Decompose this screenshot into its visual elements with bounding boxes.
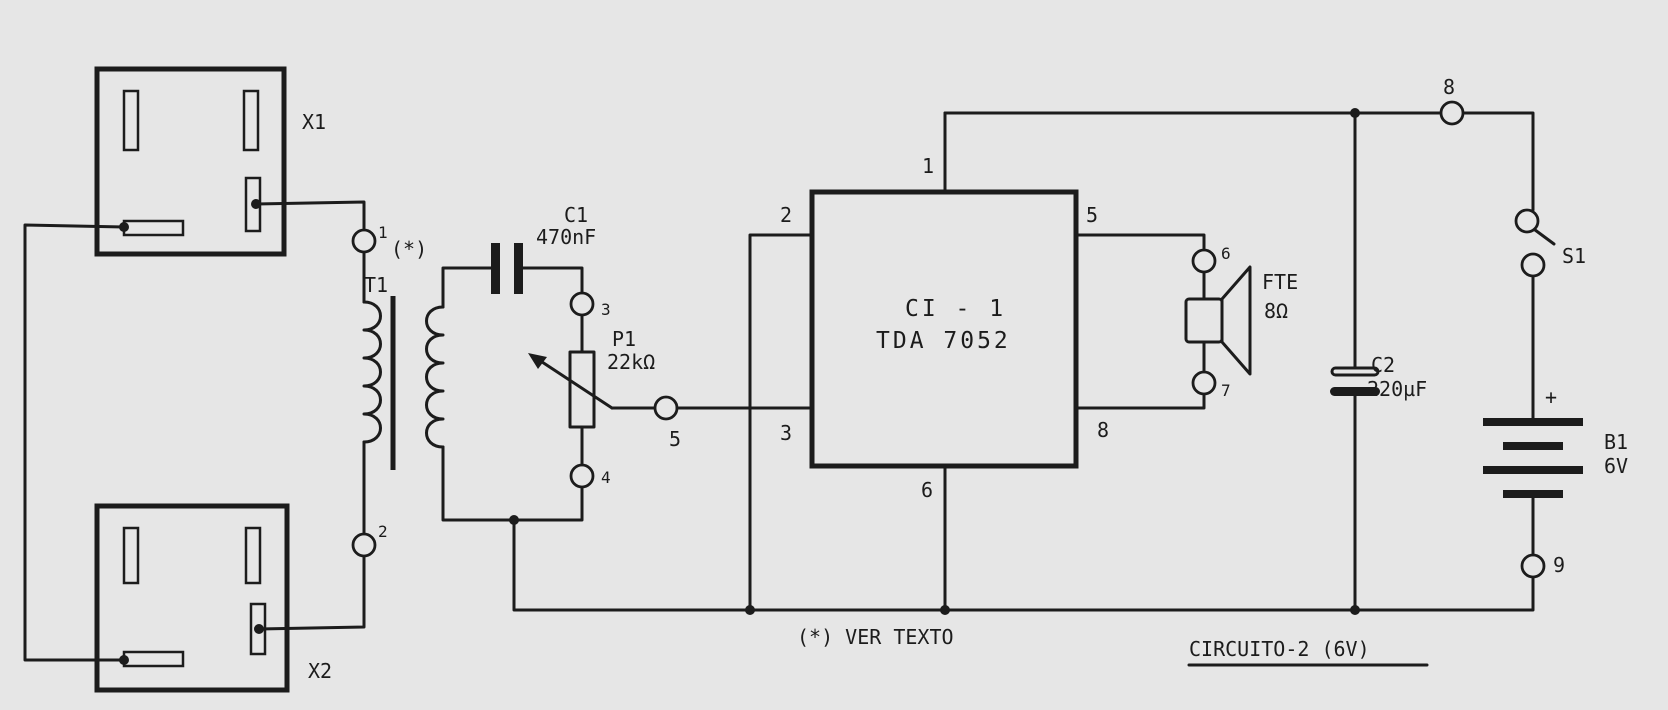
c1-value-label: 470nF: [536, 225, 596, 249]
p1-terminal-4: [569, 463, 595, 489]
transformer-t1: [362, 250, 516, 536]
outlet-x1: [94, 66, 287, 257]
b1-name-label: B1: [1604, 430, 1628, 454]
p1-terminal-3: [569, 291, 595, 317]
speaker-terminal-7: [1191, 370, 1217, 396]
p1-name-label: P1: [612, 327, 636, 351]
c2-value-label: 220µF: [1367, 377, 1427, 401]
ic-ci1: [748, 111, 1206, 612]
p1-value-label: 22kΩ: [607, 350, 655, 374]
speaker-pin7-label: 7: [1221, 381, 1231, 400]
s1-label: S1: [1562, 244, 1586, 268]
t1-label: T1: [364, 273, 388, 297]
wire-x1-to-t1: [254, 200, 366, 232]
battery-b1: [1483, 418, 1583, 557]
terminal-9-label: 9: [1553, 553, 1565, 577]
outlet-x2-label: X2: [308, 659, 332, 683]
wire-ground-bus: [512, 518, 1535, 612]
ic-pin6-label: 6: [921, 478, 933, 502]
junction-x2-slot: [119, 655, 129, 665]
node-5-label: 5: [669, 427, 681, 451]
terminal-9: [1520, 553, 1546, 579]
t1-terminal-1: [351, 228, 377, 254]
b1-value-label: 6V: [1604, 454, 1628, 478]
t1-note-label: (*): [391, 237, 427, 261]
potentiometer-p1: [512, 313, 657, 522]
speaker-fte: [1184, 265, 1252, 376]
s1-terminal-top: [1514, 208, 1540, 234]
wire-x2-to-t1: [257, 555, 366, 631]
speaker-name-label: FTE: [1262, 270, 1298, 294]
t1-pin1-label: 1: [378, 223, 388, 242]
capacitor-c1: [478, 243, 584, 295]
b1-plus-label: +: [1545, 385, 1557, 409]
speaker-pin6-label: 6: [1221, 244, 1231, 263]
wire-term8-to-s1: [1461, 111, 1535, 212]
ic-part-label: TDA 7052: [876, 328, 1011, 354]
c2-name-label: C2: [1371, 353, 1395, 377]
junction-ground-secondary: [509, 515, 519, 525]
speaker-value-label: 8Ω: [1264, 299, 1288, 323]
ic-name-label: CI - 1: [905, 296, 1006, 322]
note-ver-texto: (*) VER TEXTO: [797, 625, 954, 649]
ic-pin3-label: 3: [780, 421, 792, 445]
terminal-8-label: 8: [1443, 75, 1455, 99]
junction-x2-pin: [254, 624, 264, 634]
junction-x1-slot: [119, 222, 129, 232]
c1-name-label: C1: [564, 203, 588, 227]
p1-pin4-label: 4: [601, 468, 611, 487]
ic-pin1-label: 1: [922, 154, 934, 178]
outlet-x1-label: X1: [302, 110, 326, 134]
junction-x1-pin: [251, 199, 261, 209]
terminal-8: [1439, 100, 1465, 126]
ic-pin2-label: 2: [780, 203, 792, 227]
ic-pin5-label: 5: [1086, 203, 1098, 227]
circuit-title: CIRCUITO-2 (6V): [1189, 637, 1370, 661]
capacitor-c2: [1330, 111, 1380, 612]
wire-outlets-loop: [23, 223, 126, 662]
t1-pin2-label: 2: [378, 522, 388, 541]
p1-pin3-label: 3: [601, 300, 611, 319]
t1-terminal-2: [351, 532, 377, 558]
node-5-terminal: [653, 395, 679, 421]
speaker-terminal-6: [1191, 248, 1217, 274]
ic-pin8-label: 8: [1097, 418, 1109, 442]
s1-terminal-bottom: [1520, 252, 1546, 278]
